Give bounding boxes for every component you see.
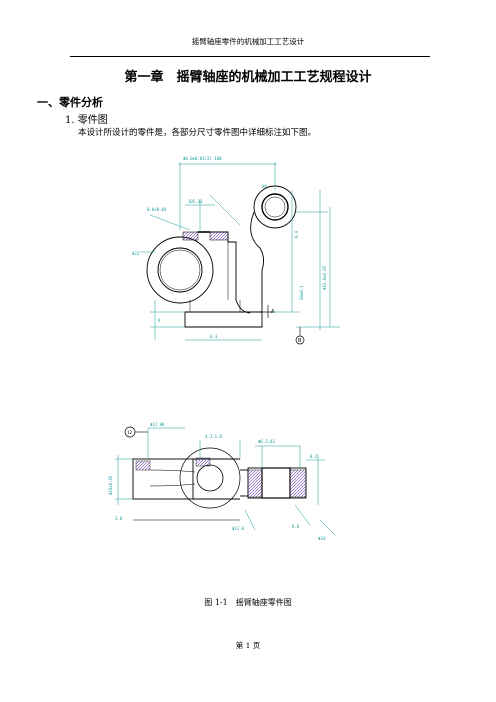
subsection-title: 1. 零件图 (65, 115, 108, 126)
svg-text:9: 9 (158, 318, 161, 323)
svg-text:3.0: 3.0 (115, 516, 123, 521)
page-header: 摇臂轴座零件的机械加工工艺设计 (191, 37, 305, 46)
page-footer: 第 1 页 (235, 641, 261, 650)
datum-b-marker: B (295, 327, 305, 345)
roughness-label: 12 (127, 430, 133, 435)
front-view-boss (179, 447, 241, 509)
base-foot (184, 311, 263, 328)
svg-text:105.33: 105.33 (188, 199, 203, 204)
left-boss-outer (146, 236, 214, 304)
top-view-dimensions (140, 162, 340, 341)
svg-text:0.8+0.04: 0.8+0.04 (147, 207, 167, 212)
chapter-title: 第一章 摇臂轴座的机械加工工艺规程设计 (124, 70, 372, 85)
svg-text:8.0: 8.0 (294, 230, 299, 238)
section-title: 一、零件分析 (37, 96, 103, 109)
datum-a-marker: A (262, 305, 275, 318)
header-rule (70, 56, 430, 57)
right-boss-outer (253, 185, 297, 229)
datum-a-label: A (271, 309, 275, 315)
figure-caption: 图 1-1 摇臂轴座零件图 (204, 598, 292, 607)
hatch-region-3 (135, 460, 151, 471)
svg-text:38±0.1: 38±0.1 (299, 285, 304, 300)
svg-text:Φ6.3.02: Φ6.3.02 (258, 439, 275, 444)
top-view-dim-text: Φ6.0±0.01(2) 100 0.8+0.04 105.33 Φ23 H8 … (132, 156, 327, 339)
bottom-view-dimensions (115, 427, 336, 536)
svg-text:Φ6.0±0.01(2) 100: Φ6.0±0.01(2) 100 (183, 156, 222, 161)
svg-text:Φ23: Φ23 (132, 251, 140, 256)
body-paragraph: 本设计所设计的零件是，各部分尺寸零件图中详细标注如下图。 (78, 128, 317, 138)
hatch-region-4 (195, 457, 211, 467)
arm-edge (197, 231, 237, 300)
svg-text:0.2: 0.2 (310, 454, 318, 459)
roughness-symbol: 12 (124, 426, 148, 438)
top-view (146, 185, 297, 328)
svg-text:Φ20±0.05: Φ20±0.05 (108, 475, 113, 495)
svg-text:Φ41.0±0.05: Φ41.0±0.05 (322, 265, 327, 290)
svg-text:Φ12.0: Φ12.0 (232, 526, 245, 531)
hatch-region-2 (209, 231, 229, 241)
hatch-region-6 (289, 469, 307, 498)
left-block-outline (132, 458, 194, 500)
svg-text:6.3: 6.3 (210, 334, 218, 339)
svg-text:Φ12 H8: Φ12 H8 (150, 422, 165, 427)
right-bore (261, 193, 289, 221)
svg-text:H8: H8 (262, 184, 267, 189)
bottom-view (132, 447, 307, 521)
arm-right-edge (250, 211, 265, 312)
svg-text:Φ34: Φ34 (318, 536, 326, 541)
bottom-view-dim-text: Φ12 H8 Φ20±0.05 4.3-1.0 Φ6.3.02 0.2 3.0 … (108, 422, 326, 541)
hatch-region-1 (182, 231, 199, 241)
left-bore (157, 247, 203, 293)
svg-text:4.3-1.0: 4.3-1.0 (205, 434, 222, 439)
datum-b-label: B (298, 338, 302, 344)
hatch-region-5 (247, 469, 263, 498)
svg-text:8.0: 8.0 (292, 524, 300, 529)
